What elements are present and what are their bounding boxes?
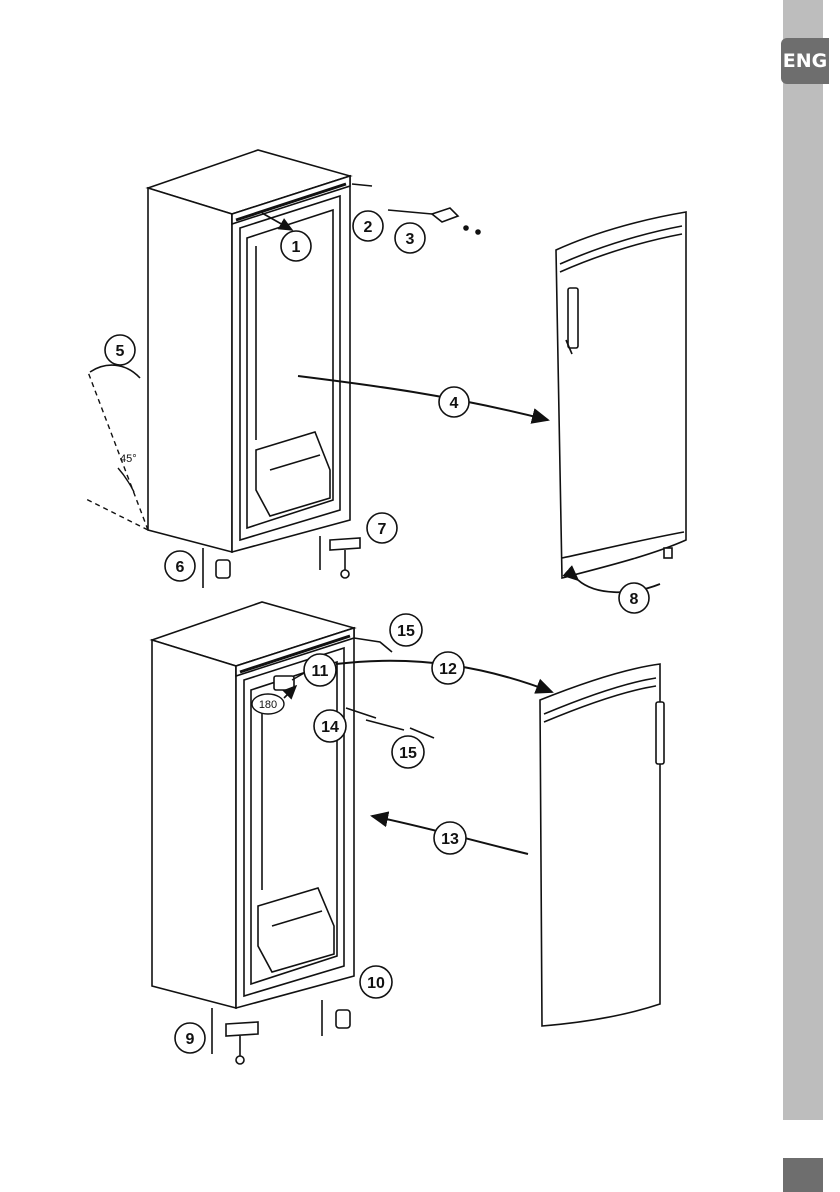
callout-12: 12 — [432, 652, 464, 684]
callout-11: 11 — [304, 654, 336, 686]
svg-text:7: 7 — [378, 521, 387, 538]
callout-6: 6 — [165, 551, 195, 581]
callout-5: 5 — [105, 335, 135, 365]
rotation-180-label: 180 — [252, 694, 284, 714]
callout-3: 3 — [395, 223, 425, 253]
svg-text:10: 10 — [367, 975, 385, 992]
svg-text:14: 14 — [321, 719, 339, 736]
svg-text:9: 9 — [186, 1031, 195, 1048]
svg-text:11: 11 — [312, 663, 329, 680]
svg-text:1: 1 — [292, 239, 301, 256]
svg-text:5: 5 — [116, 343, 125, 360]
svg-text:15: 15 — [397, 623, 415, 640]
svg-text:3: 3 — [406, 231, 415, 248]
tilt-angle-lines — [84, 372, 148, 530]
svg-text:180: 180 — [259, 699, 277, 711]
svg-text:2: 2 — [364, 219, 373, 236]
callout-2: 2 — [353, 211, 383, 241]
svg-text:12: 12 — [439, 661, 457, 678]
callout-9: 9 — [175, 1023, 205, 1053]
callout-13: 13 — [434, 822, 466, 854]
callout-10: 10 — [360, 966, 392, 998]
callout-15-top: 15 — [390, 614, 422, 646]
callout-14: 14 — [314, 710, 346, 742]
svg-text:8: 8 — [630, 591, 639, 608]
callout-4: 4 — [439, 387, 469, 417]
callout-15-bottom: 15 — [392, 736, 424, 768]
angle-label: 45° — [120, 453, 137, 465]
rotation-arrow-5 — [90, 365, 140, 378]
svg-text:15: 15 — [399, 745, 417, 762]
top-removed-door — [556, 212, 686, 578]
middle-screws — [346, 708, 434, 738]
bottom-door — [540, 664, 664, 1026]
bottom-hinge-parts-lower — [212, 1000, 350, 1064]
callout-7: 7 — [367, 513, 397, 543]
callout-1: 1 — [281, 231, 311, 261]
svg-text:6: 6 — [176, 559, 185, 576]
svg-text:13: 13 — [441, 831, 459, 848]
callout-8: 8 — [619, 583, 649, 613]
svg-text:4: 4 — [450, 395, 459, 412]
top-fridge-cabinet — [148, 150, 350, 552]
